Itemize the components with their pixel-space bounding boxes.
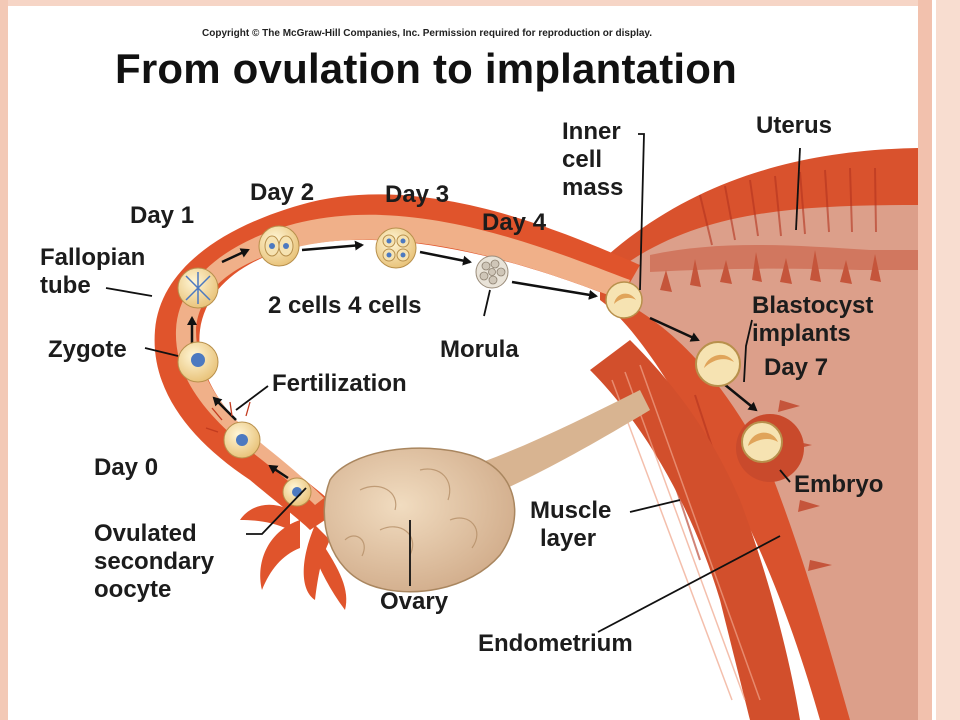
label-day7: Day 7 — [764, 354, 829, 381]
label-blastocyst: Blastocyst — [752, 292, 874, 319]
two-cell-embryo — [258, 225, 300, 267]
label-fertilization: Fertilization — [272, 370, 407, 397]
label-day3: Day 3 — [385, 181, 450, 208]
label-cells: 2 cells 4 cells — [268, 292, 422, 319]
muscle-layer — [590, 340, 800, 720]
label-secondary: secondary — [94, 548, 215, 575]
label-endometrium: Endometrium — [478, 630, 633, 657]
label-implants: implants — [752, 320, 851, 347]
cells — [177, 225, 804, 507]
label-ovary: Ovary — [380, 588, 449, 615]
copyright-notice: Copyright © The McGraw-Hill Companies, I… — [202, 28, 653, 39]
label-ovulated: Ovulated — [94, 520, 197, 547]
implanting-blastocyst — [695, 341, 741, 387]
label-oocyte: oocyte — [94, 576, 172, 603]
label-day4: Day 4 — [482, 209, 547, 236]
ovary — [323, 447, 516, 593]
embryo-cell — [736, 414, 804, 482]
label-muscle: Muscle — [530, 497, 612, 524]
blastocyst-cell — [605, 281, 643, 319]
label-embryo: Embryo — [794, 471, 884, 498]
leader-lines — [105, 133, 801, 633]
diagram-illustration — [105, 133, 918, 720]
ovulated-oocyte — [282, 477, 312, 507]
slide-border-divider — [932, 0, 936, 720]
diagram: Copyright © The McGraw-Hill Companies, I… — [8, 6, 918, 720]
migration-arrows — [187, 240, 758, 480]
label-day1: Day 1 — [130, 202, 195, 229]
label-morula: Morula — [440, 336, 519, 363]
label-day2: Day 2 — [250, 179, 315, 206]
label-mass: mass — [562, 174, 624, 201]
label-fallopian: Fallopian — [40, 244, 146, 271]
label-tube: tube — [40, 272, 91, 299]
slide-border-right — [918, 0, 932, 720]
morula-cell — [475, 255, 509, 289]
label-day0: Day 0 — [94, 454, 159, 481]
four-cell-embryo — [375, 227, 417, 269]
diagram-title: From ovulation to implantation — [115, 45, 737, 92]
label-layer: layer — [540, 525, 597, 552]
label-zygote: Zygote — [48, 336, 127, 363]
label-inner: Inner — [562, 118, 621, 145]
slide-border-top — [0, 0, 920, 6]
label-cell: cell — [562, 146, 603, 173]
slide-border-left — [0, 0, 8, 720]
ovarian-ligament — [460, 390, 650, 500]
slide-border-right-outer — [936, 0, 960, 720]
fertilization-cell — [205, 401, 261, 459]
day1-cell — [177, 267, 219, 309]
label-uterus: Uterus — [756, 112, 833, 139]
zygote-cell — [177, 341, 219, 383]
